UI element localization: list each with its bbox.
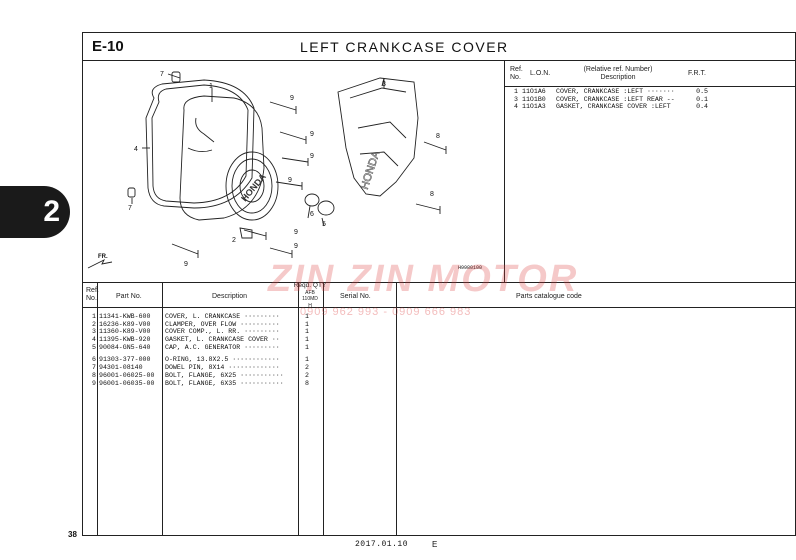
- callout-9-g: 9: [184, 261, 188, 268]
- cap-shape: [317, 200, 335, 216]
- frt-header-frt: F.R.T.: [688, 70, 706, 77]
- watermark-phone: 0909 962 993 - 0909 666 983: [300, 306, 472, 318]
- frt-header-ref: Ref.No.: [510, 66, 523, 81]
- parts-col-divider-5: [396, 282, 397, 536]
- frt-header-divider: [504, 86, 796, 87]
- callout-9-b: 9: [310, 131, 314, 138]
- dowel-pin-shape: [171, 71, 181, 83]
- parts-header-divider: [82, 307, 796, 308]
- callout-9-f: 9: [294, 243, 298, 250]
- watermark-brand: ZIN ZIN MOTOR: [268, 258, 579, 300]
- frt-row: 1 11O1A6 COVER, CRANKCASE :LEFT ······· …: [514, 88, 708, 95]
- parts-col-divider-3: [298, 282, 299, 536]
- parts-header-ref: Ref.No.: [86, 287, 99, 302]
- section-title: LEFT CRANKCASE COVER: [300, 39, 509, 55]
- parts-header-serial: Serial No.: [340, 293, 371, 300]
- callout-9-c: 9: [310, 153, 314, 160]
- frt-table: 1 11O1A6 COVER, CRANKCASE :LEFT ······· …: [508, 88, 714, 111]
- gasket-shape: [145, 79, 255, 209]
- callout-9-a: 9: [290, 95, 294, 102]
- callout-9-e: 9: [294, 229, 298, 236]
- callout-8-a: 8: [436, 133, 440, 140]
- exploded-diagram: HONDA HONDA 7 1 4 7 3 9 9 9 9 9 9 9 8 8 …: [87, 71, 447, 269]
- rear-cover-brand: HONDA: [359, 149, 383, 191]
- callout-8-b: 8: [430, 191, 434, 198]
- parts-header-qty: Reqd. QTY AFB 110MD H: [293, 282, 327, 309]
- parts-header-catalogue: Parts catalogue code: [516, 293, 582, 300]
- rear-cover-shape: [337, 77, 419, 197]
- footer-date: 2017.01.10: [355, 540, 409, 549]
- callout-6: 6: [310, 211, 314, 218]
- title-divider: [82, 60, 796, 61]
- figure-code: H9980100: [458, 265, 483, 271]
- fr-arrow: [87, 258, 113, 269]
- parts-header-part-no: Part No.: [116, 293, 142, 300]
- callout-1: 1: [209, 83, 213, 90]
- parts-col-divider-4: [323, 282, 324, 536]
- footer-edition: E: [432, 540, 438, 549]
- chapter-tab-number: 2: [43, 195, 60, 228]
- parts-col-divider-1: [97, 282, 98, 536]
- diagram-bottom-divider: [82, 282, 796, 283]
- frt-row: 3 11O1B0 COVER, CRANKCASE :LEFT REAR -- …: [514, 95, 708, 103]
- callout-4: 4: [134, 146, 138, 153]
- callout-2: 2: [232, 237, 236, 244]
- section-code: E-10: [92, 38, 124, 55]
- chapter-tab: 2: [0, 186, 70, 238]
- frt-header-desc: (Relative ref. Number)Description: [583, 66, 653, 81]
- callout-5: 5: [322, 221, 326, 228]
- o-ring-shape: [304, 193, 320, 207]
- diagram-divider: [504, 60, 505, 282]
- callout-9-d: 9: [288, 177, 292, 184]
- parts-col-divider-2: [162, 282, 163, 536]
- cover-shape: [179, 95, 265, 221]
- callout-7-left: 7: [128, 205, 132, 212]
- page-number: 38: [68, 530, 77, 539]
- frt-row: 4 11O1A3 GASKET, CRANKCASE COVER :LEFT 0…: [514, 103, 708, 111]
- callout-7-top: 7: [160, 71, 164, 78]
- frt-header-lon: L.O.N.: [530, 70, 551, 77]
- callout-fr: FR.: [98, 254, 108, 260]
- parts-header-description: Description: [212, 293, 248, 300]
- callout-3: 3: [382, 81, 386, 88]
